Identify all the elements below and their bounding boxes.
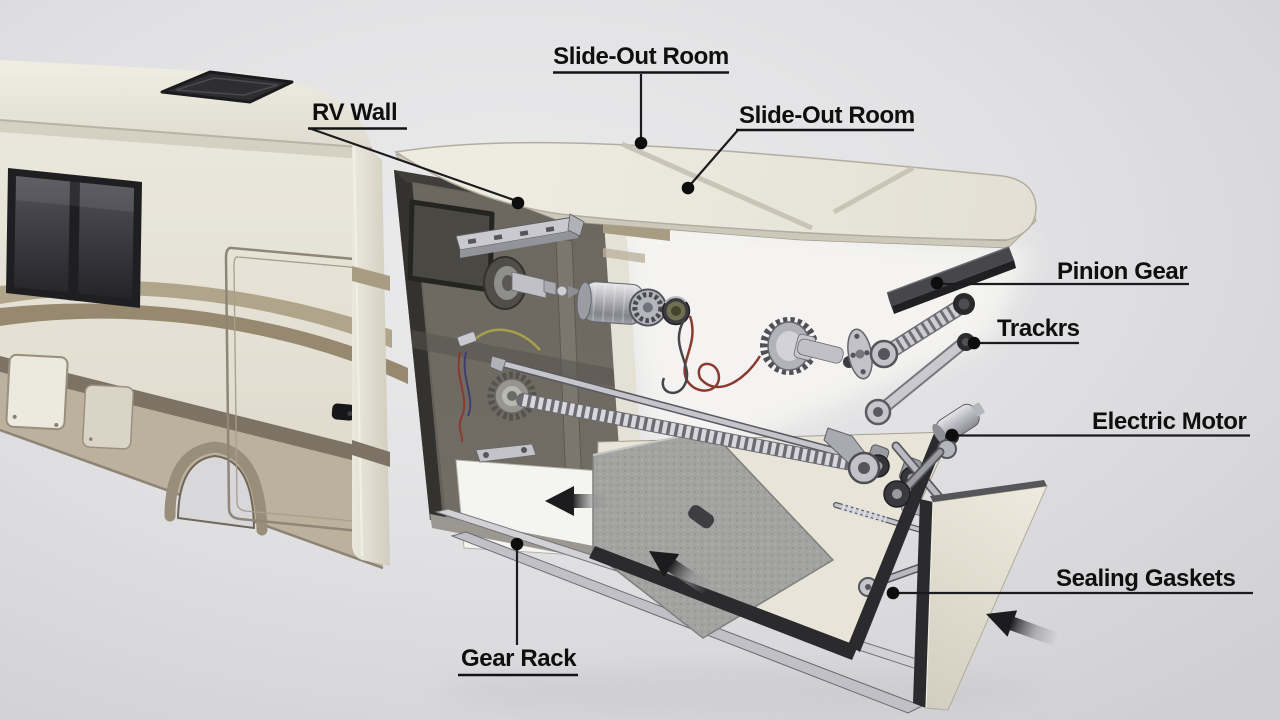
- leader-dot-tracks: [967, 336, 981, 350]
- callout-labels: Slide-Out Room RV Wall Slide-Out Room Pi…: [308, 43, 1253, 677]
- leader-dot-rv-wall: [511, 196, 525, 210]
- access-hatch-left: [5, 353, 69, 431]
- label-tracks: Trackrs: [997, 315, 1080, 342]
- leader-rv-wall: [309, 127, 515, 202]
- callout-tracks: Trackrs: [967, 315, 1080, 350]
- roof-fascia: [0, 120, 374, 160]
- gasket-strip-front: [589, 546, 858, 660]
- corner-pillar: [352, 145, 390, 566]
- interior-seam: [412, 330, 630, 390]
- rv-window: [6, 168, 142, 308]
- floor-platform: [589, 426, 967, 660]
- callout-gear-rack: Gear Rack: [458, 537, 578, 677]
- label-sealing-gaskets: Sealing Gaskets: [1056, 565, 1235, 592]
- roof-panel-top: [393, 141, 1037, 241]
- electric-motor-main: [576, 281, 667, 327]
- door-handle: [331, 403, 356, 421]
- leader-dot-pinion-gear: [930, 276, 944, 290]
- pillar-stripe-tan: [352, 266, 390, 291]
- wire-harness-left: [456, 328, 541, 443]
- label-rv-wall: RV Wall: [312, 99, 397, 126]
- track-tube-lower: [864, 333, 975, 426]
- return-stripe-light: [603, 248, 645, 263]
- slide-out-roof-panel: [393, 141, 1037, 249]
- callout-sealing-gaskets: Sealing Gaskets: [886, 565, 1253, 600]
- label-slide-out-room-main: Slide-Out Room: [739, 102, 915, 129]
- callout-electric-motor: Electric Motor: [945, 408, 1250, 442]
- gasket-strip-end: [848, 426, 948, 652]
- leader-dot-electric-motor: [945, 428, 959, 442]
- pillar-stripe-dark: [352, 440, 390, 467]
- swoosh-graphic-lower: [0, 303, 408, 384]
- access-hatch-right: [82, 384, 134, 450]
- accent-stripe: [0, 356, 383, 468]
- label-slide-out-room-top: Slide-Out Room: [553, 43, 729, 70]
- wheel-arch: [164, 441, 268, 536]
- panel-gasket-edge: [913, 499, 933, 708]
- drive-hub: [483, 256, 582, 310]
- wire-dark: [661, 319, 689, 395]
- panel-top-edge: [930, 480, 1047, 502]
- callout-slide-out-room-top: Slide-Out Room: [553, 43, 729, 150]
- roof-panel-seam-right: [832, 165, 915, 215]
- end-wall-panel: [913, 480, 1048, 711]
- drive-gear-assembly: [760, 317, 855, 375]
- leader-dot-slide-out-room-main: [681, 181, 695, 195]
- spring-drive-shaft: [516, 393, 881, 485]
- motor-coupler: [661, 296, 691, 326]
- roof-edge-line: [0, 119, 373, 149]
- leader-dot-gear-rack: [510, 537, 524, 551]
- panel-gasket-highlight: [925, 501, 934, 709]
- roof-vent: [160, 70, 294, 104]
- callout-rv-wall: RV Wall: [308, 99, 525, 210]
- callout-pinion-gear: Pinion Gear: [930, 258, 1189, 290]
- callout-slide-out-room-main: Slide-Out Room: [681, 102, 915, 195]
- leader-dot-sealing-gaskets: [886, 586, 900, 600]
- arrow-slide-in: [649, 551, 711, 595]
- label-gear-rack: Gear Rack: [461, 645, 577, 672]
- roof-panel-seam-left: [620, 141, 814, 231]
- label-electric-motor: Electric Motor: [1092, 408, 1246, 435]
- label-pinion-gear: Pinion Gear: [1057, 258, 1187, 285]
- lower-bracket: [475, 443, 537, 463]
- pinion-gear-bar: [886, 246, 1016, 314]
- carpet-slot: [688, 505, 715, 529]
- spur-gear-left: [487, 371, 537, 421]
- arrow-retract: [545, 486, 610, 516]
- track-tube-upper: [869, 293, 975, 369]
- mount-bracket: [455, 213, 585, 258]
- rv-body: [0, 60, 408, 570]
- leader-dot-slide-out-room-top: [634, 136, 648, 150]
- arrow-seal-in: [986, 610, 1058, 646]
- gear-rack-bar: [489, 355, 842, 456]
- leader-slide-out-room-main: [690, 129, 739, 185]
